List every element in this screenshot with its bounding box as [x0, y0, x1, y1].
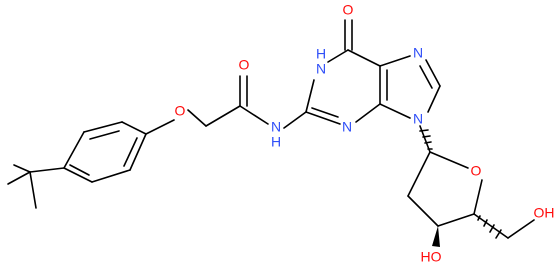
atom-n-amide: N — [271, 119, 281, 135]
bond-benz-6 — [63, 167, 93, 183]
bond-benz-double-3 — [69, 164, 90, 176]
bond-n9-c4 — [379, 103, 411, 119]
bond-n7-c8-double — [419, 65, 433, 89]
bond-ch2-carbonyl — [205, 105, 241, 127]
atom-oh-primary: OH — [534, 205, 555, 221]
bond-nh-c2 — [283, 111, 307, 129]
bond-aryl-oxygen — [145, 119, 175, 135]
atom-o-carbonyl-purine: O — [343, 2, 354, 18]
atom-n7: N — [413, 45, 423, 61]
bond-benz-3 — [121, 121, 147, 135]
atom-n9: N — [413, 111, 423, 127]
bond-benz-4 — [129, 133, 147, 171]
atom-oh-sugar: HO — [421, 249, 442, 265]
bond-tbu-methyl-2 — [7, 171, 31, 185]
bond-n1-c6 — [327, 49, 349, 63]
bonds — [7, 19, 535, 239]
bond-c5prime-oh — [507, 219, 535, 239]
bond-c1prime-o4prime — [429, 151, 469, 169]
bond-benz-double-2 — [123, 137, 138, 167]
bond-amide-c-n — [239, 105, 269, 125]
bond-benz-1 — [63, 131, 85, 169]
atom-n1: N — [316, 61, 326, 77]
atom-o-ring: O — [471, 163, 482, 179]
bond-c2prime-c1prime — [407, 151, 431, 197]
bond-n7-c8 — [425, 59, 441, 87]
stereo-bonds — [419, 129, 502, 247]
bold-wedge-c3prime-oh — [432, 226, 440, 247]
bond-benz-double-1 — [89, 130, 120, 140]
atom-o-ether: O — [175, 103, 186, 119]
bond-c3prime-c2prime — [407, 195, 439, 227]
bond-c4prime-c3prime — [437, 213, 475, 227]
bond-n3-c2-double — [311, 107, 339, 118]
atom-n3: N — [342, 119, 352, 135]
bond-c8-n9 — [427, 85, 441, 113]
bond-oxygen-ch2 — [187, 109, 207, 127]
hashed-wedge-c1prime — [419, 129, 433, 150]
atom-h-amide: H — [271, 134, 281, 150]
atom-h-n1: H — [316, 46, 326, 62]
atom-o-amide: O — [239, 57, 250, 73]
bond-benz-2 — [83, 121, 123, 133]
bond-c2-n1 — [305, 79, 315, 113]
hashed-wedge-c4prime — [477, 215, 502, 239]
bond-tbu-methyl-1 — [13, 164, 31, 173]
atom-labels: O N H N N N N H O O O HO OH — [175, 2, 555, 265]
bond-c5-n7 — [379, 55, 411, 67]
bond-c4-n3 — [355, 103, 381, 123]
bond-benz-5 — [91, 169, 131, 183]
bond-tbu-methyl-3 — [29, 171, 37, 209]
bond-o4prime-c4prime — [473, 179, 483, 215]
bond-c6-c5 — [347, 49, 381, 67]
bond-tbu-ring — [29, 167, 65, 173]
bond-n3-c2 — [305, 111, 341, 125]
